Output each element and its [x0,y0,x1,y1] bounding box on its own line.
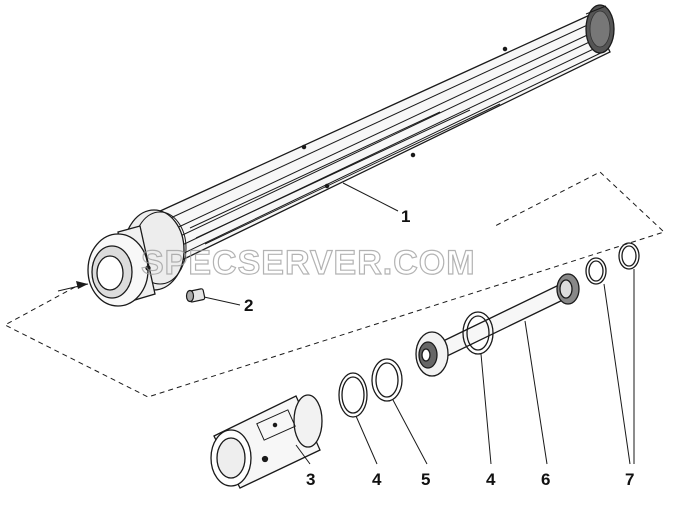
leader-lines [203,182,635,465]
snap-ring-part-4-right [462,311,494,355]
splined-shaft-part-1 [87,4,615,307]
plug-part-2 [185,288,206,303]
assembly-arrow-icon [57,281,89,292]
watermark-text: SPECSERVER.COM [141,244,476,282]
callout-7: 7 [625,470,634,489]
snap-ring-part-4-left [338,372,368,418]
callout-2: 2 [244,296,253,315]
piston-rod-part-6 [415,273,580,377]
shaft-end-knurled [585,4,615,54]
callout-5: 5 [421,470,430,489]
callout-6: 6 [541,470,550,489]
callout-1: 1 [401,207,410,226]
sleeve-part-3 [210,394,323,489]
callout-3: 3 [306,470,315,489]
callout-labels: 1 2 3 4 5 4 6 7 [244,207,634,489]
callout-4-right: 4 [486,470,496,489]
rings-part-7 [585,242,640,285]
assembly-guide-dashed-box [3,171,665,398]
ring-part-5 [371,358,403,402]
callout-4-left: 4 [372,470,382,489]
